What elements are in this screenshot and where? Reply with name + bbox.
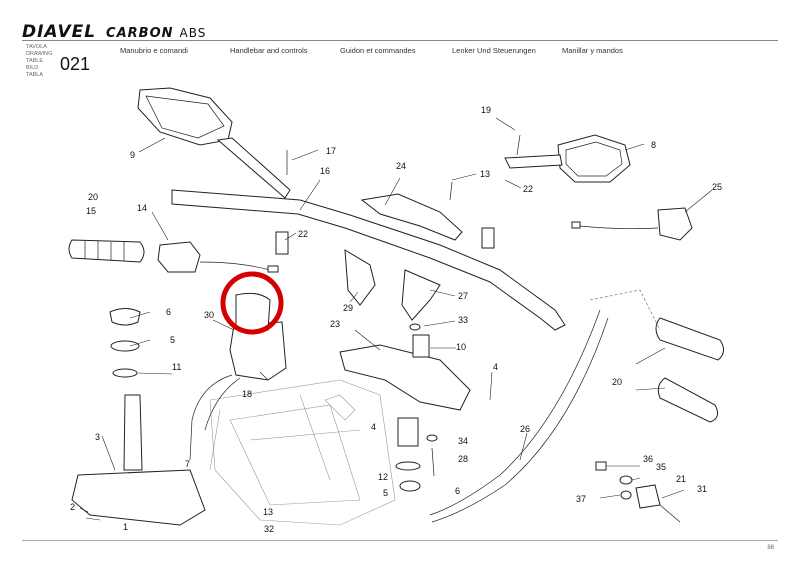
right-mirror [504, 134, 631, 183]
callout: 16 [320, 166, 330, 176]
brand-model: CARBON [106, 26, 174, 41]
callout: 26 [520, 424, 530, 434]
throttle-cables [429, 309, 609, 523]
clutch-switch [571, 207, 693, 241]
callout: 12 [378, 472, 388, 482]
meta-label: TAVOLA [26, 44, 47, 50]
spacer-10 [412, 334, 430, 358]
callout: 32 [264, 524, 274, 534]
meta-label: BILD [26, 65, 39, 71]
title-italian: Manubrio e comandi [120, 46, 188, 55]
callout: 36 [643, 454, 653, 464]
clamp-22-right [481, 227, 495, 249]
callout: 17 [326, 146, 336, 156]
leader-lines [79, 117, 713, 521]
highlight-circle [220, 271, 284, 335]
callout: 13 [480, 169, 490, 179]
callout: 5 [383, 488, 388, 498]
callout: 9 [130, 150, 135, 160]
left-grip [68, 239, 145, 263]
callout: 27 [458, 291, 468, 301]
bolt-13 [449, 181, 453, 201]
callout: 2 [70, 502, 75, 512]
callout: 35 [656, 462, 666, 472]
callout: 33 [458, 315, 468, 325]
washer-34 [426, 434, 438, 442]
footer-rule [22, 540, 778, 541]
callout: 15 [86, 206, 96, 216]
meta-label: TABLA [26, 72, 44, 78]
callout: 13 [263, 507, 273, 517]
callout: 20 [88, 192, 98, 202]
bolt-19 [516, 134, 521, 156]
bolt-28 [431, 447, 435, 477]
nut-6 [399, 480, 421, 492]
callout: 14 [137, 203, 147, 213]
callout: 10 [456, 342, 466, 352]
callout: 22 [523, 184, 533, 194]
header-rule [22, 40, 778, 41]
callout: 28 [458, 454, 468, 464]
callout: 5 [170, 335, 175, 345]
right-grip-lower [657, 377, 719, 423]
callout: 22 [298, 229, 308, 239]
callout: 7 [185, 459, 190, 469]
brand-name: DIAVEL [22, 22, 97, 42]
callout: 6 [166, 307, 171, 317]
seal-5 [395, 461, 421, 471]
cover-27 [401, 269, 441, 321]
right-grip-upper [655, 317, 724, 361]
title-french: Guidon et commandes [340, 46, 416, 55]
top-clamp [339, 344, 471, 411]
handlebar [171, 189, 566, 331]
cover-29 [344, 249, 376, 306]
callout: 37 [576, 494, 586, 504]
header: DIAVEL CARBON ABS TAVOLA DRAWING TABLE BIL… [0, 0, 800, 80]
callout: 3 [95, 432, 100, 442]
callout: 6 [455, 486, 460, 496]
callout: 1 [123, 522, 128, 532]
clamp-22-left [275, 231, 289, 255]
bracket-24 [360, 193, 463, 241]
table-number: 021 [60, 54, 91, 74]
callout: 19 [481, 105, 491, 115]
callout: 29 [343, 303, 353, 313]
callout: 20 [612, 377, 622, 387]
callout: 30 [204, 310, 214, 320]
frame-structure [209, 379, 396, 526]
callout: 8 [651, 140, 656, 150]
brand-logo: DIAVEL CARBON ABS [22, 22, 206, 42]
page-number: 88 [767, 545, 774, 551]
callout: 11 [172, 362, 181, 372]
left-switch [157, 241, 279, 273]
part-12 [397, 417, 419, 447]
title-spanish: Manillar y mandos [562, 46, 623, 55]
table-meta-labels: TAVOLA DRAWING TABLE BILD TABLA [26, 44, 52, 79]
callout: 21 [676, 474, 686, 484]
title-english: Handlebar and controls [230, 46, 308, 55]
callout: 4 [493, 362, 498, 372]
callout: 18 [242, 389, 252, 399]
callout: 23 [330, 319, 340, 329]
callout: 34 [458, 436, 468, 446]
brand-abs: ABS [179, 26, 207, 40]
callout: 24 [396, 161, 406, 171]
title-german: Lenker Und Steuerungen [452, 46, 536, 55]
steering-stem [71, 308, 206, 526]
meta-label: TABLE [26, 58, 44, 64]
washer-33 [409, 323, 421, 331]
callout: 25 [712, 182, 722, 192]
left-mirror [137, 87, 291, 199]
callout-labels: 1 2 3 4 4 5 5 6 6 7 8 9 10 11 12 13 13 1… [70, 105, 722, 534]
meta-label: DRAWING [26, 51, 53, 57]
callout: 4 [371, 422, 376, 432]
callout: 31 [697, 484, 707, 494]
bar-end-weights [595, 461, 681, 523]
